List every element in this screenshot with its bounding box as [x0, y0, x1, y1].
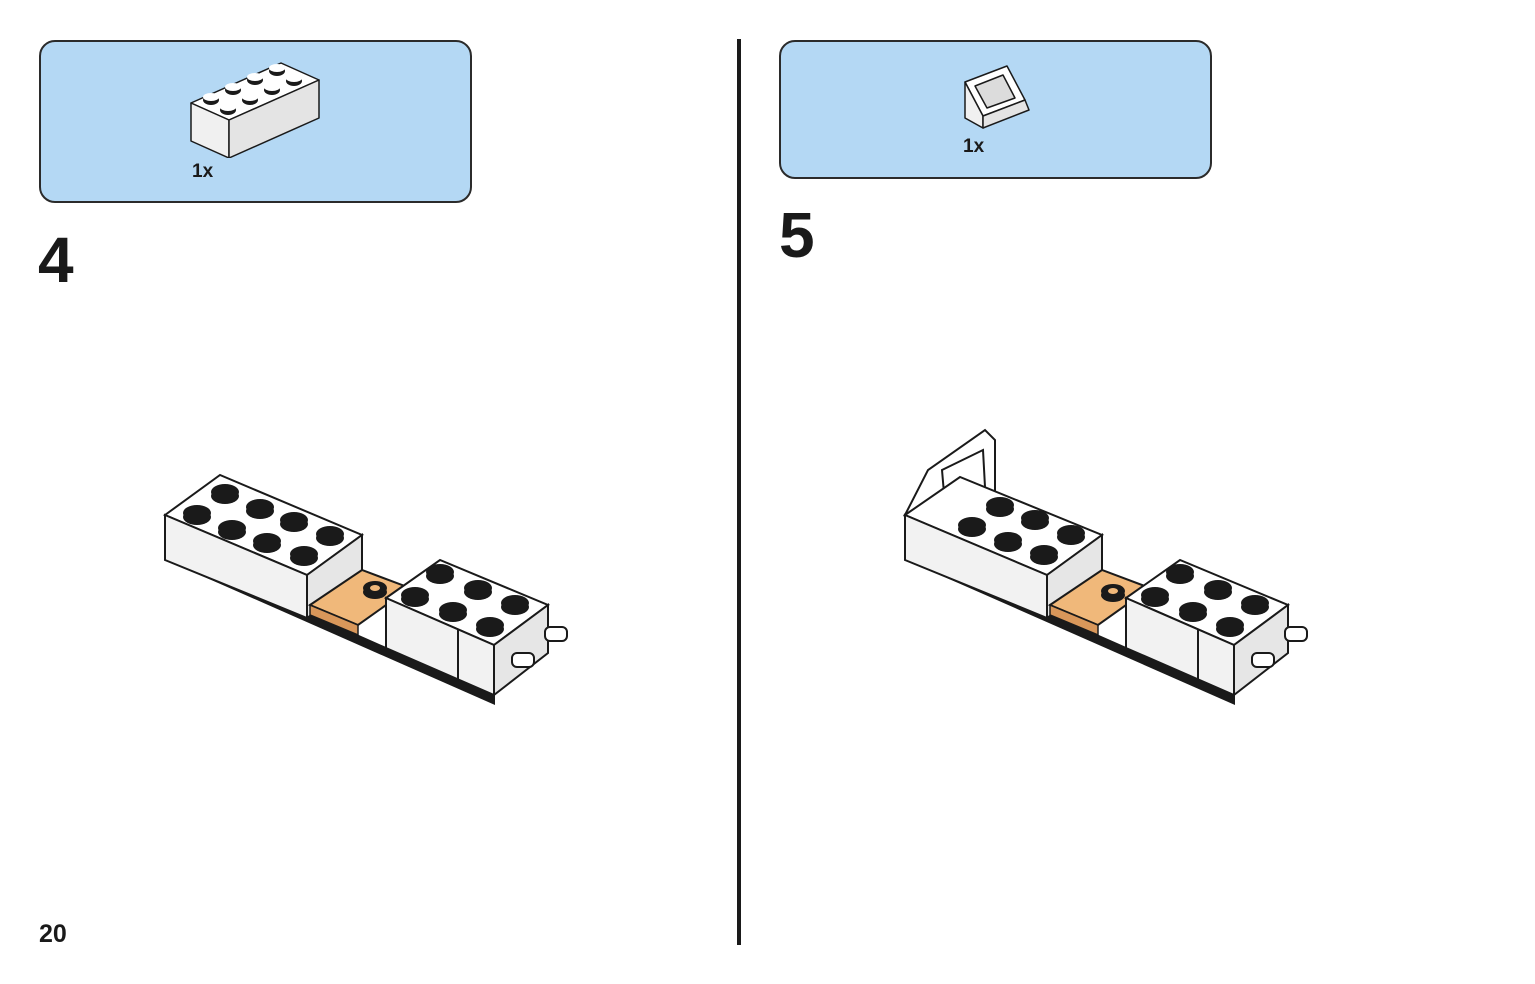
parts-list-box-step-5: 1x	[779, 40, 1212, 179]
build-step-4-illustration	[162, 473, 568, 705]
build-step-5-illustration	[902, 428, 1308, 705]
step-number: 4	[38, 224, 74, 296]
page-divider	[737, 39, 741, 945]
part-quantity: 1x	[963, 136, 985, 157]
part-quantity: 1x	[192, 161, 214, 182]
parts-list-box-step-4: 1x	[39, 40, 472, 203]
step-number: 5	[779, 199, 815, 271]
page-number: 20	[39, 920, 67, 948]
brick-2x4-icon	[190, 62, 320, 158]
windscreen-icon	[964, 65, 1030, 129]
